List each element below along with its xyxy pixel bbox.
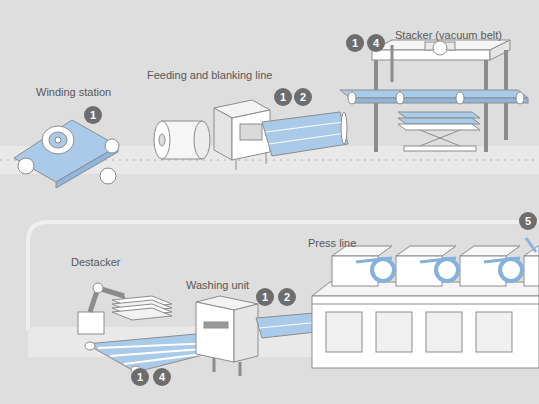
callout-number: 2 [294,88,312,106]
illustration-part [526,238,536,252]
illustration-part [460,246,520,256]
callout-number: 1 [131,368,149,386]
illustration-part [476,312,512,352]
callout-number: 4 [153,368,171,386]
station-label: Washing unit [186,279,249,292]
illustration-part [49,132,67,148]
illustration-part [93,283,103,293]
callout-number: 1 [84,106,102,124]
illustration-part [436,259,458,281]
illustration-part [262,112,348,156]
illustration-part [105,139,119,153]
illustration-part [374,60,378,152]
callout-number: 2 [278,288,296,306]
callout-number: 5 [519,212,537,230]
illustration-part [398,118,480,124]
illustration-part [55,137,61,143]
illustration-part [194,121,210,159]
illustration-part [356,258,392,262]
illustration-part [269,133,346,144]
illustration-part [404,146,476,151]
illustration-part [266,152,267,164]
illustration-part [213,358,216,372]
illustration-part [391,45,394,82]
callout-number: 4 [367,34,385,52]
station-label: Destacker [71,256,121,269]
illustration-part [340,90,528,98]
feeding-blanking-line [154,100,348,170]
illustration-part [398,124,480,130]
illustration-part [196,302,234,362]
illustration-part [372,50,490,60]
illustration-part [398,112,480,118]
illustration-part [484,60,488,152]
winding-station [14,120,119,188]
press-line [312,238,539,368]
illustration-part [396,92,404,104]
illustration-part [18,158,34,174]
illustration-part [484,258,520,262]
illustration-part [240,124,262,140]
illustration-part [312,296,539,368]
illustration-part [204,322,228,328]
illustration-part [350,98,528,103]
illustration-part [420,130,460,146]
illustration-part [42,126,74,154]
illustration-part [372,259,394,281]
station-label: Winding station [36,86,111,99]
callout-number: 1 [274,88,292,106]
illustration-part [154,121,170,159]
illustration-part [326,312,362,352]
illustration-part [312,304,539,305]
illustration-part [348,92,356,104]
illustration-part [516,92,524,104]
illustration-part [232,110,270,160]
illustration-part [85,342,95,350]
illustration-part [420,130,460,146]
illustration-part [112,308,172,320]
illustration-part [456,92,464,104]
callout-number: 1 [256,288,274,306]
illustration-part [524,256,539,286]
illustration-part [214,108,232,160]
callout-number: 1 [346,34,364,52]
illustration-part [159,134,165,146]
station-label: Stacker (vacuum belt) [395,29,502,42]
illustration-part [341,112,347,144]
station-label: Feeding and blanking line [147,69,272,82]
illustration-part [78,312,104,334]
illustration-part [420,258,456,262]
illustration-part [239,362,242,376]
illustration-part [396,246,456,256]
illustration-part [376,312,412,352]
illustration-part [266,122,343,132]
illustration-part [100,168,116,184]
illustration-part [426,312,462,352]
illustration-part [234,304,258,362]
station-label: Press line [308,237,356,250]
illustration-part [500,259,522,281]
illustration-part [236,160,237,170]
stacker-vacuum-belt [340,40,528,152]
illustration-part [433,41,447,55]
